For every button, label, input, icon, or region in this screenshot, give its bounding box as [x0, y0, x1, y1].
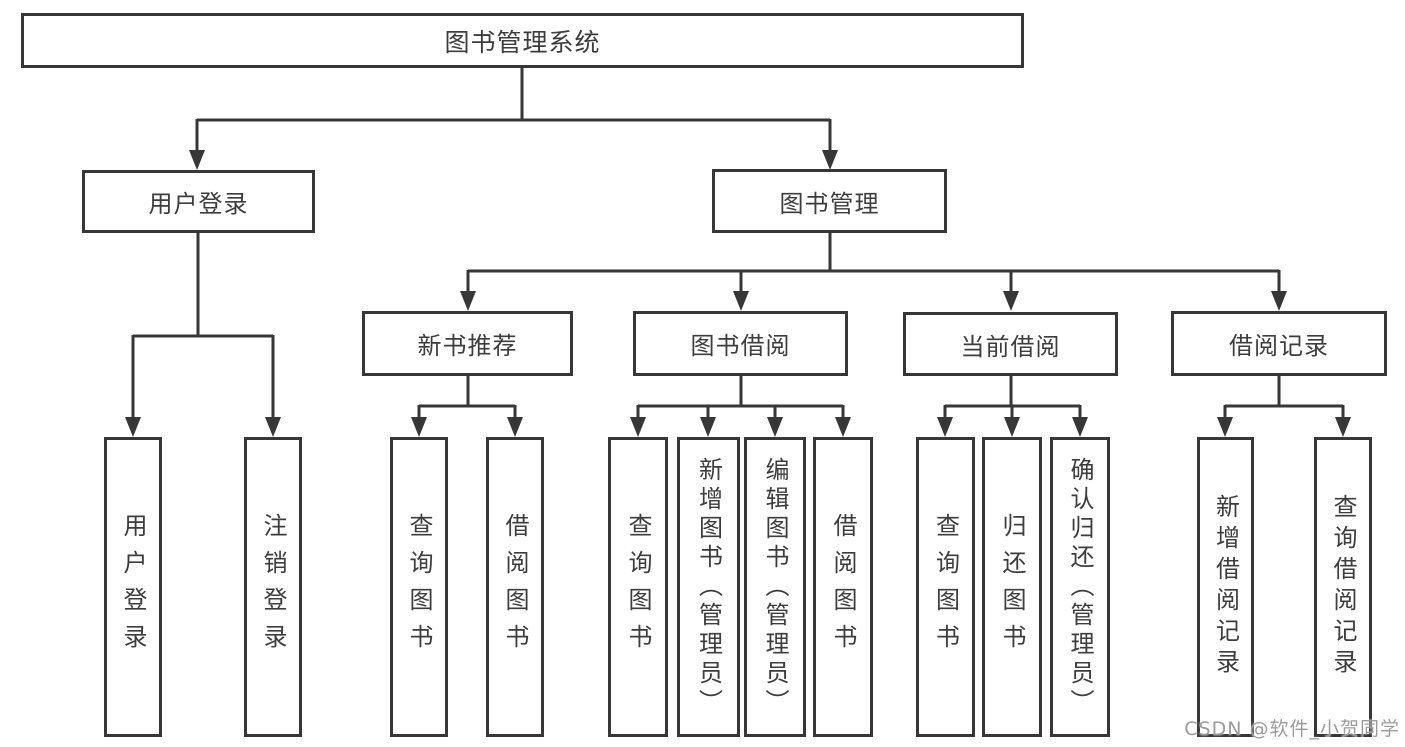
- leaf-add-books-admin-label: 新增图书（管理员）: [694, 456, 723, 718]
- leaf-borrow-books-label: 借阅图书: [829, 513, 857, 661]
- leaf-query-books-recommend-label: 查询图书: [405, 513, 433, 661]
- leaf-user-login-label: 用户登录: [119, 513, 147, 661]
- leaf-logout-label: 注销登录: [259, 513, 287, 661]
- leaf-confirm-return-admin-label: 确认归还（管理员）: [1066, 456, 1094, 718]
- leaf-user-login: 用户登录: [104, 437, 162, 737]
- node-current-borrowing-label: 当前借阅: [960, 332, 1061, 361]
- leaf-edit-books-admin: 编辑图书（管理员）: [744, 437, 806, 737]
- node-new-book-recommendation: 新书推荐: [362, 311, 573, 376]
- node-library-system-label: 图书管理系统: [444, 27, 601, 57]
- node-user-login-module: 用户登录: [82, 170, 315, 233]
- node-book-borrowing: 图书借阅: [633, 311, 848, 376]
- leaf-borrow-books-recommend: 借阅图书: [486, 437, 544, 737]
- leaf-borrow-books-recommend-label: 借阅图书: [501, 513, 529, 661]
- leaf-confirm-return-admin: 确认归还（管理员）: [1050, 437, 1110, 737]
- leaf-query-books-current: 查询图书: [916, 437, 975, 737]
- node-borrowing-records-label: 借阅记录: [1229, 332, 1329, 360]
- node-current-borrowing: 当前借阅: [903, 312, 1118, 376]
- leaf-query-books-current-label: 查询图书: [931, 513, 960, 661]
- node-book-management-label: 图书管理: [779, 189, 880, 218]
- node-book-borrowing-label: 图书借阅: [690, 332, 791, 360]
- leaf-edit-books-admin-label: 编辑图书（管理员）: [761, 456, 789, 718]
- leaf-add-borrow-record: 新增借阅记录: [1197, 437, 1254, 737]
- leaf-borrow-books: 借阅图书: [813, 437, 873, 737]
- leaf-query-books-borrow: 查询图书: [608, 437, 668, 737]
- leaf-query-borrow-record: 查询借阅记录: [1314, 437, 1372, 737]
- node-borrowing-records: 借阅记录: [1171, 311, 1387, 376]
- leaf-logout: 注销登录: [244, 437, 302, 737]
- node-book-management: 图书管理: [712, 169, 947, 233]
- node-user-login-label: 用户登录: [148, 190, 249, 218]
- node-new-book-recommendation-label: 新书推荐: [417, 332, 518, 360]
- leaf-add-books-admin: 新增图书（管理员）: [677, 437, 740, 737]
- leaf-query-books-recommend: 查询图书: [390, 437, 448, 737]
- leaf-return-books-label: 归还图书: [998, 513, 1026, 661]
- leaf-query-borrow-record-label: 查询借阅记录: [1329, 494, 1357, 680]
- leaf-return-books: 归还图书: [982, 437, 1042, 737]
- leaf-query-books-borrow-label: 查询图书: [624, 513, 652, 661]
- leaf-add-borrow-record-label: 新增借阅记录: [1211, 494, 1240, 680]
- csdn-watermark: CSDN @软件_小贺同学: [1184, 718, 1400, 740]
- node-library-system: 图书管理系统: [21, 13, 1024, 68]
